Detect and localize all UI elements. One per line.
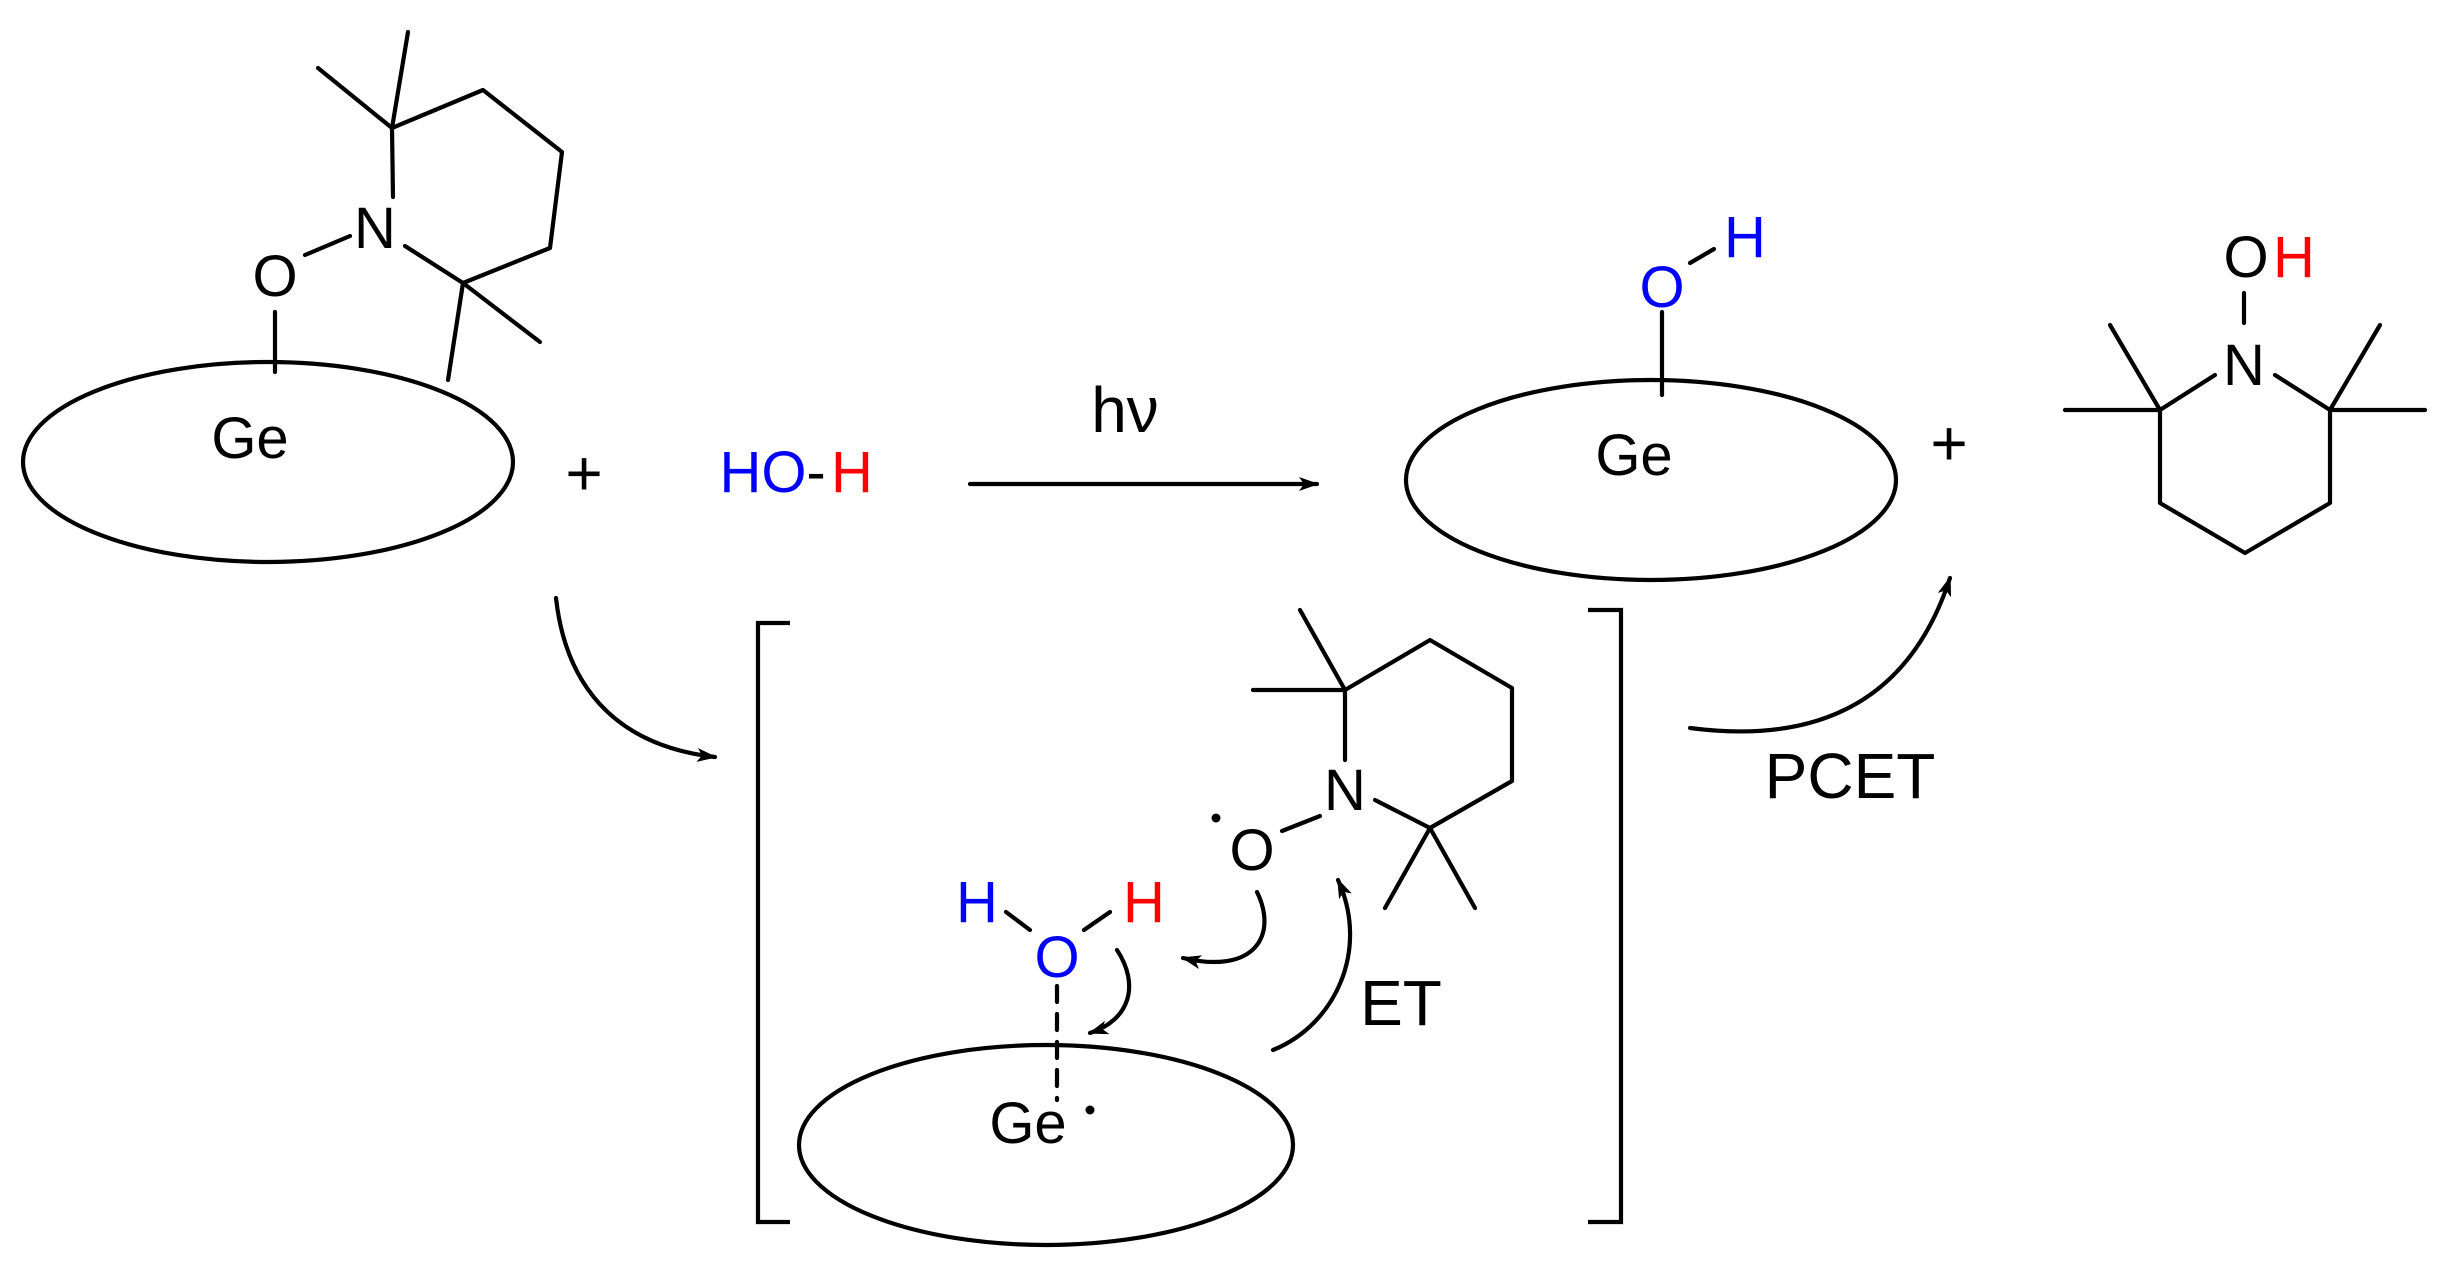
et-curved-arrow	[1270, 877, 1353, 1053]
tempo-radical-dot	[1211, 813, 1221, 823]
et-label: ET	[1360, 967, 1442, 1039]
plus-sign-1: +	[565, 437, 602, 509]
tempo-o-label: O	[1229, 818, 1274, 883]
product-ge-oh: Ge O H	[1403, 205, 1899, 583]
reactant-ge-tempo: Ge O N	[20, 29, 565, 565]
tempo-methyl-3	[1382, 825, 1433, 911]
left-bracket	[755, 620, 790, 1225]
curved-arrow-to-intermediate	[553, 595, 718, 762]
tempo-o-to-h-curved-arrow	[1180, 889, 1267, 969]
tempo-methyl-2	[1297, 607, 1348, 693]
intermediate-ge-label: Ge	[989, 1091, 1066, 1156]
product-tempo-h: O H N	[2062, 225, 2428, 556]
water-dash: -	[806, 440, 825, 505]
tempoh-methyl-1	[2107, 322, 2163, 413]
reactant-o-label: O	[252, 244, 297, 309]
pcet-label: PCET	[1765, 740, 1936, 812]
reactant-surface-ellipse	[20, 359, 516, 565]
tempo-o-n-bond	[1279, 813, 1323, 834]
reactant-piperidine-ring	[389, 87, 565, 286]
reactant-o-n-bond	[302, 233, 353, 258]
water-h-label: H	[831, 440, 873, 505]
intermediate-complex: Ge O H H ET O N	[755, 607, 1624, 1248]
water-h-right-bond	[1081, 909, 1113, 933]
plus-sign-2: +	[1930, 407, 1967, 479]
ge-radical-dot	[1085, 1105, 1095, 1115]
reactant-methyl-1	[315, 65, 395, 131]
reactant-methyl-3	[460, 280, 543, 345]
product-surface-ellipse	[1403, 377, 1899, 583]
reactant-methyl-4	[445, 280, 466, 383]
water-o-label: O	[1034, 925, 1079, 990]
reactant-methyl-2	[389, 29, 411, 131]
tempoh-methyl-3	[2327, 322, 2383, 413]
product-o-label: O	[1639, 255, 1684, 320]
water-ho-label: HO	[720, 440, 807, 505]
oh-to-ge-curved-arrow	[1087, 947, 1132, 1036]
water-molecule: HO - H	[720, 440, 873, 505]
water-h-left-label: H	[956, 870, 998, 935]
water-h-left-bond	[1003, 909, 1033, 933]
intermediate-surface-ellipse	[796, 1042, 1296, 1248]
tempo-piperidine-ring	[1342, 637, 1515, 831]
product-o-h-bond	[1687, 246, 1717, 266]
reactant-ge-label: Ge	[211, 406, 288, 471]
product-h-label: H	[1724, 205, 1766, 270]
hv-label: hν	[1091, 374, 1159, 446]
tempoh-o-label: O	[2223, 225, 2268, 290]
pcet-curved-arrow	[1687, 575, 1953, 734]
tempo-methyl-4	[1427, 825, 1478, 911]
reactant-n-label: N	[354, 196, 396, 261]
tempoh-h-label: H	[2273, 225, 2315, 290]
tempoh-piperidine-ring	[2157, 372, 2333, 556]
tempo-n-label: N	[1324, 758, 1366, 823]
tempoh-n-label: N	[2223, 333, 2265, 398]
product-ge-label: Ge	[1595, 423, 1672, 488]
water-h-right-label: H	[1123, 870, 1165, 935]
right-bracket	[1588, 607, 1624, 1225]
